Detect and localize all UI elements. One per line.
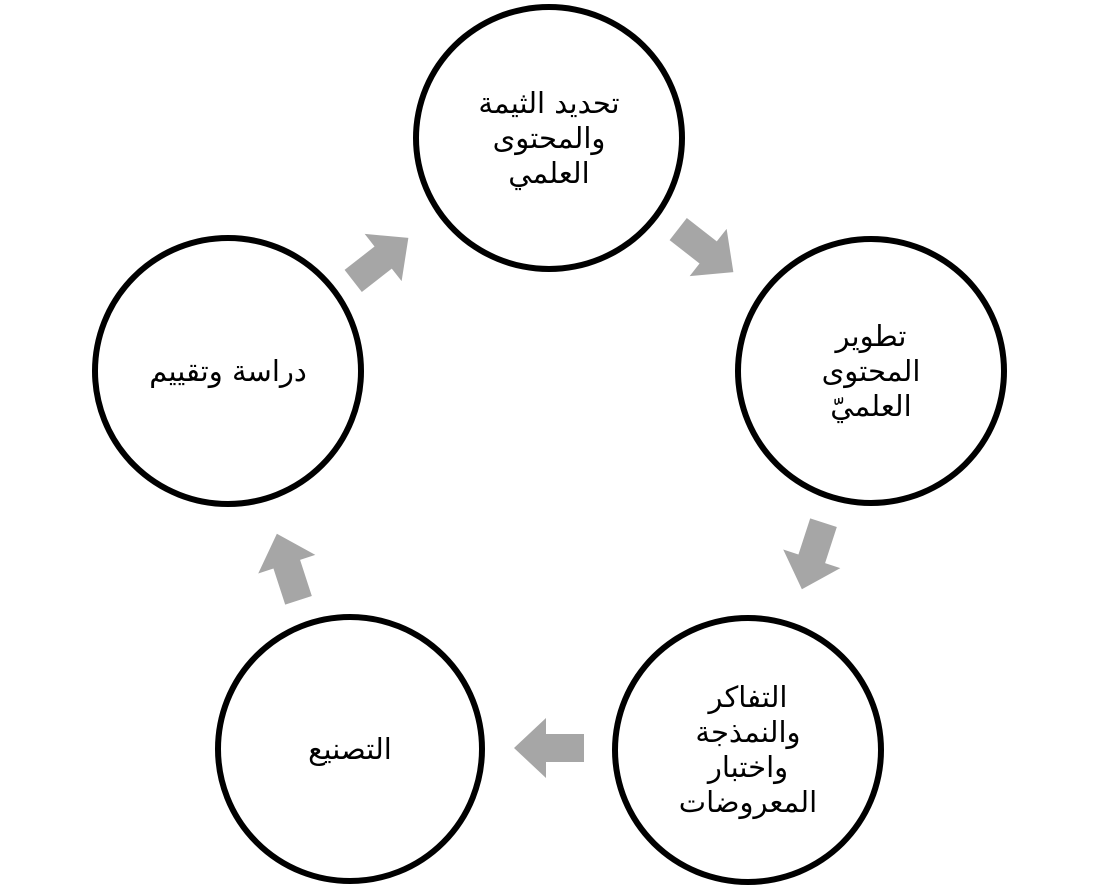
arrow-icon-manufacturing-to-study (258, 533, 316, 605)
node-line: العلميّ (830, 388, 912, 423)
node-line: المعروضات (678, 785, 818, 819)
node-define-theme: تحديد الثيمة والمحتوى العلمي (413, 4, 685, 272)
node-line: تطوير (835, 318, 907, 353)
node-thinking-modeling: التفاكر والنمذجة واختبار المعروضات (612, 615, 884, 885)
node-line: تحديد الثيمة (478, 85, 620, 120)
node-line: والنمذجة (695, 715, 801, 749)
node-label-thinking-modeling: التفاكر والنمذجة واختبار المعروضات (679, 680, 817, 820)
node-label-develop-content: تطوير المحتوى العلميّ (822, 319, 921, 424)
node-line: والمحتوى (492, 120, 606, 155)
arrow-icon-thinking-to-manufacturing (514, 718, 584, 778)
node-label-define-theme: تحديد الثيمة والمحتوى العلمي (478, 86, 619, 191)
node-line: المحتوى (821, 353, 921, 388)
node-manufacturing: التصنيع (215, 614, 485, 884)
arrow-icon-study-to-define (344, 233, 409, 292)
arrow-icon-define-to-develop (669, 218, 734, 277)
node-study-evaluate: دراسة وتقييم (92, 235, 364, 507)
node-label-manufacturing: التصنيع (308, 732, 392, 767)
node-label-study-evaluate: دراسة وتقييم (149, 354, 307, 389)
node-line: واختبار (707, 750, 789, 784)
node-line: العلمي (508, 155, 590, 190)
arrow-icon-develop-to-thinking (783, 518, 841, 590)
node-line: التفاكر (708, 680, 788, 714)
node-line: التصنيع (308, 731, 392, 766)
node-develop-content: تطوير المحتوى العلميّ (735, 236, 1007, 506)
node-line: دراسة وتقييم (149, 353, 307, 388)
